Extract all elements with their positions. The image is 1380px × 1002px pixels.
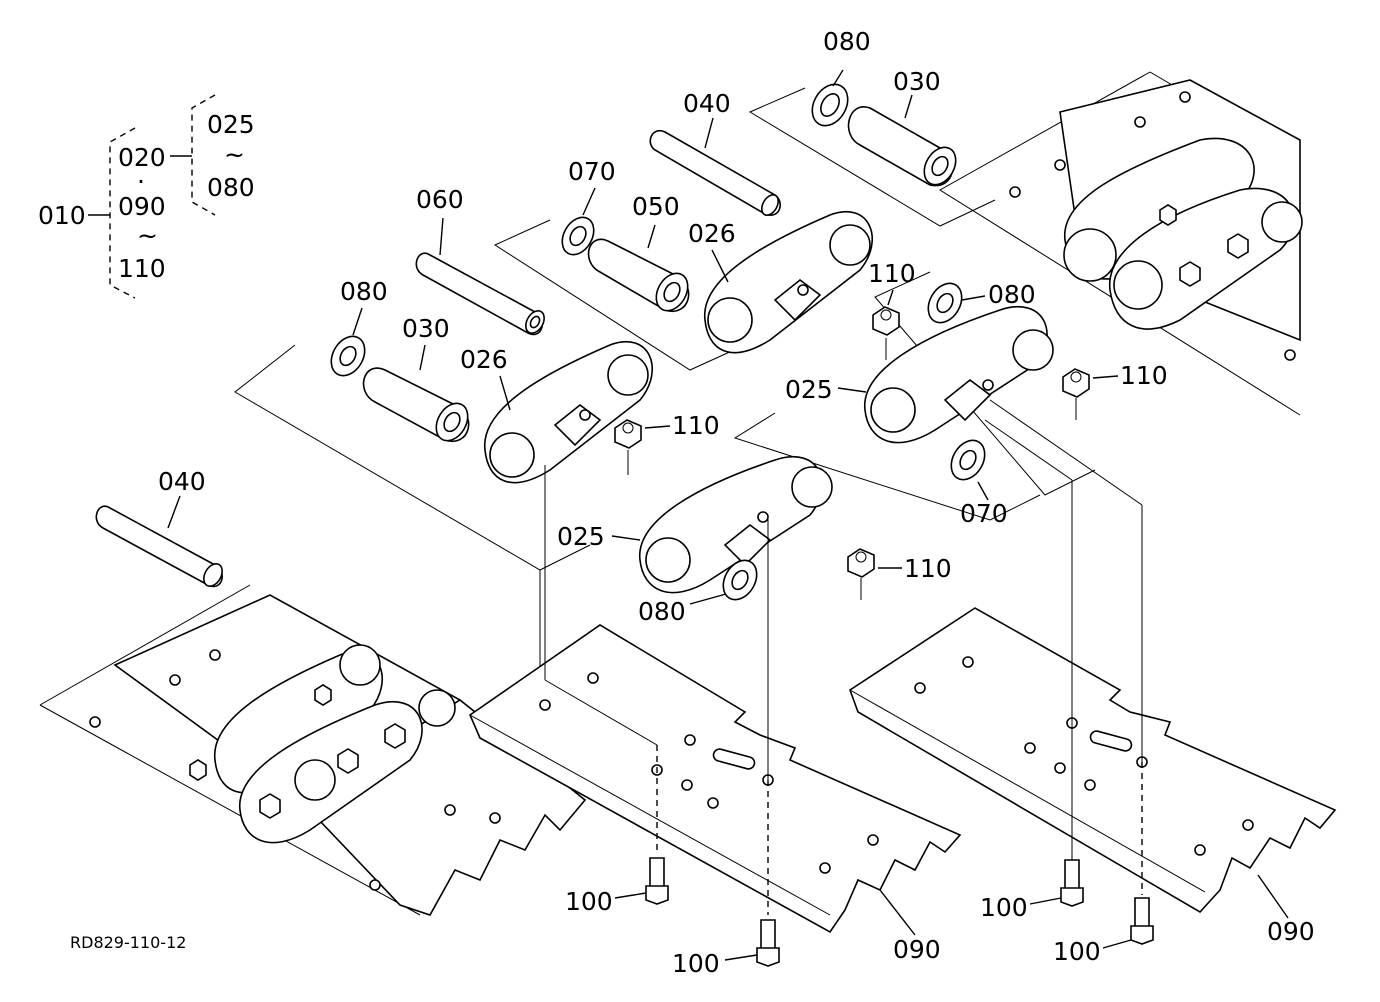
label-080-mid: 080 [638, 597, 686, 626]
label-080-right: 080 [988, 280, 1036, 309]
legend-tilde-sub: ~ [224, 140, 245, 169]
bushing-030-top [847, 94, 957, 187]
label-050: 050 [632, 192, 680, 221]
track-shoe-090-right [849, 607, 1337, 914]
label-070-top: 070 [568, 157, 616, 186]
link-025-right [837, 305, 1054, 444]
washer-080-left [330, 307, 366, 377]
legend-group-a: 020 [118, 143, 166, 172]
label-100-c: 100 [980, 893, 1028, 922]
label-090-mid: 090 [893, 935, 941, 964]
nut-110-d [847, 548, 902, 600]
link-025-mid [611, 455, 833, 594]
washer-080-top [811, 69, 849, 127]
label-040-left: 040 [158, 467, 206, 496]
part-labels: 080 030 040 070 050 026 060 080 030 026 … [70, 27, 1315, 978]
legend-sub-start: 025 [207, 110, 255, 139]
pin-040-top [649, 117, 781, 216]
bolt-100-d [1102, 897, 1154, 949]
bushing-030-left [362, 344, 470, 443]
legend-tree: 010 020 · 090 ~ 110 025 ~ 080 [38, 94, 255, 299]
washer-080-right [927, 282, 986, 324]
washer-070-upper [561, 187, 596, 256]
link-026-left [484, 340, 654, 484]
label-040-top: 040 [683, 89, 731, 118]
label-080-top: 080 [823, 27, 871, 56]
legend-group-b-start: 090 [118, 192, 166, 221]
bolt-100-b [724, 919, 780, 967]
bolt-100-a [614, 857, 669, 905]
nut-110-c [1062, 368, 1119, 420]
legend-group-b-end: 110 [118, 254, 166, 283]
label-080-left: 080 [340, 277, 388, 306]
label-100-b: 100 [672, 949, 720, 978]
label-025-right: 025 [785, 375, 833, 404]
label-110-b: 110 [868, 259, 916, 288]
label-030-left: 030 [402, 314, 450, 343]
bolt-100-c [1029, 859, 1084, 907]
link-026-upper [704, 210, 874, 354]
label-025-mid: 025 [557, 522, 605, 551]
legend-tilde-b: ~ [137, 221, 158, 250]
label-110-a: 110 [672, 411, 720, 440]
label-110-c: 110 [1120, 361, 1168, 390]
pin-060 [415, 217, 545, 336]
diagram-code: RD829-110-12 [70, 933, 186, 952]
track-section-upper [939, 71, 1303, 416]
label-060: 060 [416, 185, 464, 214]
label-110-d: 110 [904, 554, 952, 583]
nut-110-b [872, 289, 900, 360]
label-090-right: 090 [1267, 917, 1315, 946]
pin-040-left [95, 495, 223, 588]
label-030-top: 030 [893, 67, 941, 96]
legend-sub-end: 080 [207, 173, 255, 202]
legend-root: 010 [38, 201, 86, 230]
bushing-050 [587, 224, 690, 313]
legend-dot: · [137, 167, 145, 196]
washer-070-right [950, 439, 989, 501]
assembly-lines [544, 399, 1143, 915]
label-026-upper: 026 [688, 219, 736, 248]
nut-110-a [614, 419, 671, 475]
label-026-left: 026 [460, 345, 508, 374]
label-100-d: 100 [1053, 937, 1101, 966]
washer-080-mid [689, 559, 758, 605]
label-070-right: 070 [960, 499, 1008, 528]
label-100-a: 100 [565, 887, 613, 916]
